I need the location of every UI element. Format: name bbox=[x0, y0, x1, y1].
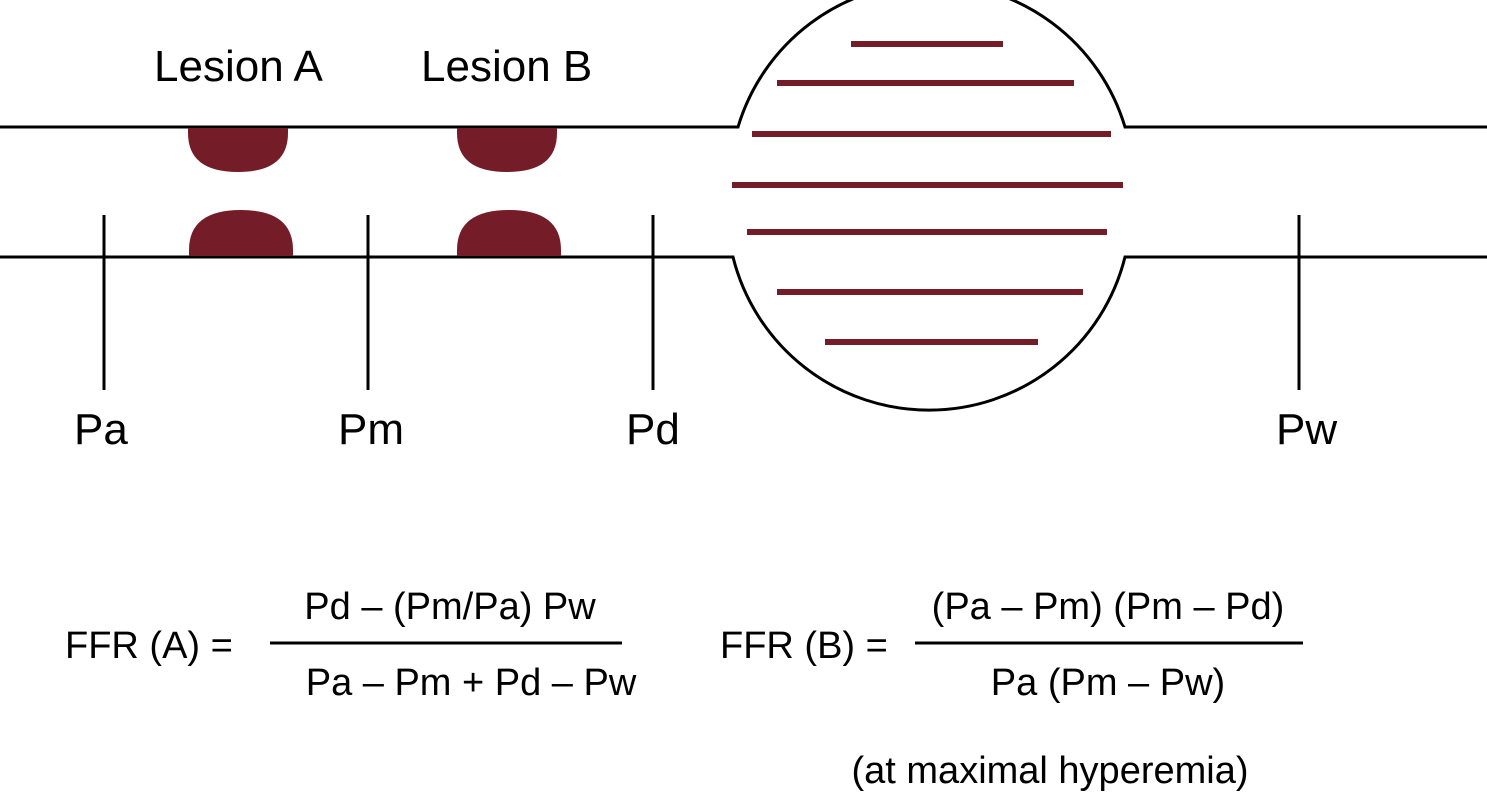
myocardial-bed bbox=[732, 41, 1123, 345]
lesion-b-lower-plaque bbox=[457, 210, 561, 256]
lesion-a-label: Lesion A bbox=[154, 42, 323, 91]
vessel-lower-wall bbox=[0, 255, 1487, 412]
pm-label: Pm bbox=[338, 405, 404, 454]
pw-label: Pw bbox=[1276, 405, 1338, 454]
hyperemia-note: (at maximal hyperemia) bbox=[851, 750, 1249, 792]
formula-a-numerator: Pd – (Pm/Pa) Pw bbox=[304, 586, 596, 628]
formula-b-denominator: Pa (Pm – Pw) bbox=[990, 662, 1226, 704]
pa-label: Pa bbox=[74, 405, 128, 454]
lesion-b-upper-plaque bbox=[457, 128, 557, 172]
lesion-a-upper-plaque bbox=[188, 128, 288, 172]
lesion-a-lower-plaque bbox=[189, 210, 293, 256]
lesion-b-label: Lesion B bbox=[421, 42, 593, 91]
pd-label: Pd bbox=[626, 405, 680, 454]
formula-b-lhs: FFR (B) = bbox=[720, 625, 888, 667]
vessel-upper-wall bbox=[0, 0, 1487, 129]
formula-a-lhs: FFR (A) = bbox=[65, 625, 233, 667]
formula-a-denominator: Pa – Pm + Pd – Pw bbox=[305, 662, 637, 704]
formula-b-numerator: (Pa – Pm) (Pm – Pd) bbox=[931, 586, 1285, 628]
